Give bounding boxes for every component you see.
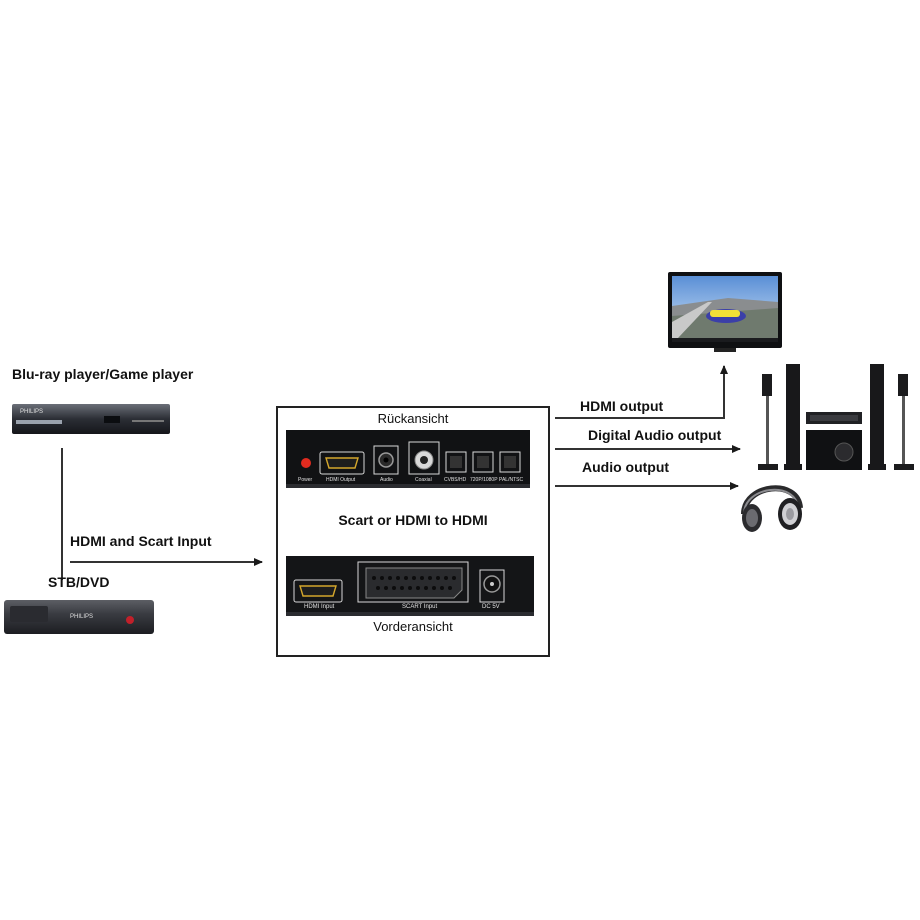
hdmi-output-label: HDMI output (580, 398, 664, 414)
converter-box (276, 406, 550, 657)
headphones-icon (738, 474, 804, 536)
digital-audio-output-label: Digital Audio output (588, 427, 722, 443)
bluray-player-icon: PHILIPS (12, 402, 170, 436)
port-dc-label: DC 5V (482, 604, 500, 610)
bluray-brand: PHILIPS (20, 409, 44, 415)
port-palntsc-label: PAL/NTSC (499, 477, 524, 483)
power-led-icon (301, 458, 311, 468)
converter-title: Scart or HDMI to HDMI (338, 512, 488, 528)
rear-view-title: Rückansicht (377, 411, 449, 426)
front-panel: HDMI Input SCART Input DC 5V (286, 556, 534, 616)
stb-dvd-icon: PHILIPS (4, 596, 156, 636)
input-label: HDMI and Scart Input (70, 533, 212, 549)
tv-icon (668, 272, 782, 354)
port-scart-input-label: SCART Input (402, 604, 438, 610)
front-view-title: Vorderansicht (373, 619, 453, 634)
hdmi-output-arrow (555, 365, 728, 419)
port-hdmi-output-label: HDMI Output (326, 477, 356, 483)
port-cvbs-label: CVBS/HD (444, 477, 467, 483)
rear-panel: Power HDMI Output Audio Coaxial CVBS/HD … (286, 430, 530, 488)
stb-brand: PHILIPS (70, 614, 94, 620)
bluray-label: Blu-ray player/Game player (12, 366, 194, 382)
port-audio-label: Audio (380, 477, 393, 483)
stb-label: STB/DVD (48, 574, 110, 590)
port-hdmi-input-label: HDMI Input (304, 604, 335, 610)
port-res-label: 720P/1080P (470, 477, 498, 483)
speaker-system-icon (754, 360, 916, 474)
port-coaxial-label: Coaxial (415, 477, 432, 483)
audio-output-label: Audio output (582, 459, 670, 475)
port-power-label: Power (298, 477, 313, 483)
